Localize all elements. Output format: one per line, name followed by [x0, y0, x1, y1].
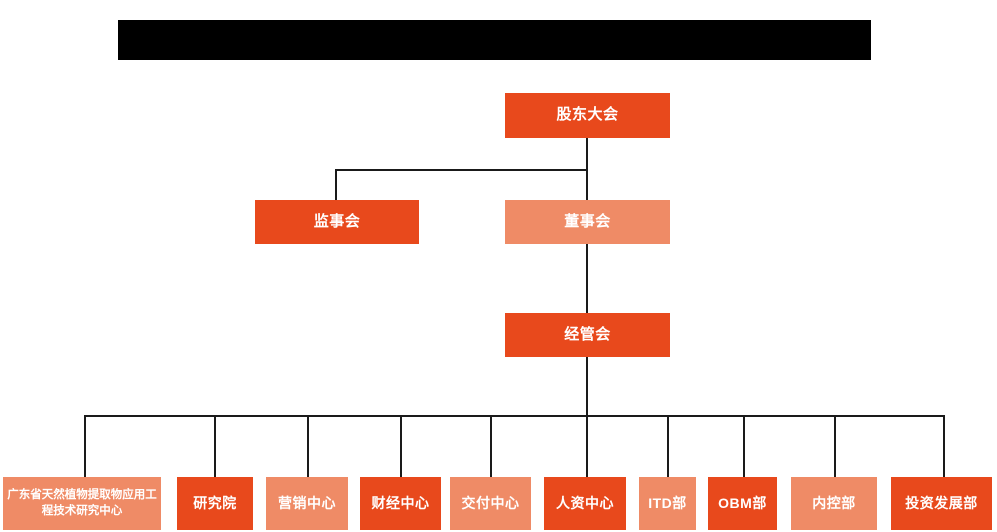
node-label: 监事会 — [313, 212, 361, 230]
node-label: 财经中心 — [371, 494, 430, 511]
node-itd-dept[interactable]: ITD部 — [639, 477, 696, 530]
connector-directors-to-management — [586, 244, 588, 313]
node-label: 股东大会 — [556, 106, 619, 124]
node-label: 研究院 — [193, 494, 237, 511]
node-label: 人资中心 — [556, 494, 614, 511]
node-label: 营销中心 — [278, 494, 336, 511]
node-delivery-center[interactable]: 交付中心 — [450, 477, 531, 530]
connector-drop-itd-dept — [667, 415, 669, 477]
node-finance-center[interactable]: 财经中心 — [360, 477, 441, 530]
connector-shareholders-down — [586, 138, 588, 170]
connector-drop-delivery-center — [490, 415, 492, 477]
connector-management-down — [586, 357, 588, 416]
node-guangdong-research-center[interactable]: 广东省天然植物提取物应用工程技术研究中心 — [3, 477, 161, 530]
node-board-of-supervisors[interactable]: 监事会 — [255, 200, 419, 244]
connector-level4-bus — [84, 415, 944, 417]
node-hr-center[interactable]: 人资中心 — [544, 477, 626, 530]
connector-directors-down — [586, 169, 588, 200]
node-board-of-directors[interactable]: 董事会 — [505, 200, 670, 244]
node-marketing-center[interactable]: 营销中心 — [266, 477, 348, 530]
connector-level2-bus — [335, 169, 588, 171]
connector-drop-finance-center — [400, 415, 402, 477]
node-label: 董事会 — [564, 212, 611, 230]
connector-drop-obm-dept — [743, 415, 745, 477]
node-label: ITD部 — [648, 494, 687, 511]
node-label: 经管会 — [564, 325, 611, 343]
node-label: OBM部 — [718, 494, 767, 511]
connector-drop-investment-development-dept — [943, 415, 945, 477]
title-banner-text — [118, 20, 871, 60]
node-label: 内控部 — [812, 494, 856, 511]
connector-drop-hr-center — [586, 415, 588, 477]
connector-drop-institute — [214, 415, 216, 477]
node-label: 广东省天然植物提取物应用工程技术研究中心 — [7, 488, 157, 517]
node-label: 投资发展部 — [905, 494, 978, 511]
connector-drop-marketing-center — [307, 415, 309, 477]
connector-drop-internal-control-dept — [834, 415, 836, 477]
connector-supervisors-down — [335, 169, 337, 200]
node-shareholders-meeting[interactable]: 股东大会 — [505, 93, 670, 138]
node-investment-development-dept[interactable]: 投资发展部 — [891, 477, 992, 530]
node-obm-dept[interactable]: OBM部 — [708, 477, 777, 530]
node-label: 交付中心 — [461, 494, 520, 511]
title-banner — [118, 20, 871, 60]
node-management-committee[interactable]: 经管会 — [505, 313, 670, 357]
connector-drop-research-center — [84, 415, 86, 477]
node-internal-control-dept[interactable]: 内控部 — [791, 477, 877, 530]
node-institute[interactable]: 研究院 — [177, 477, 253, 530]
